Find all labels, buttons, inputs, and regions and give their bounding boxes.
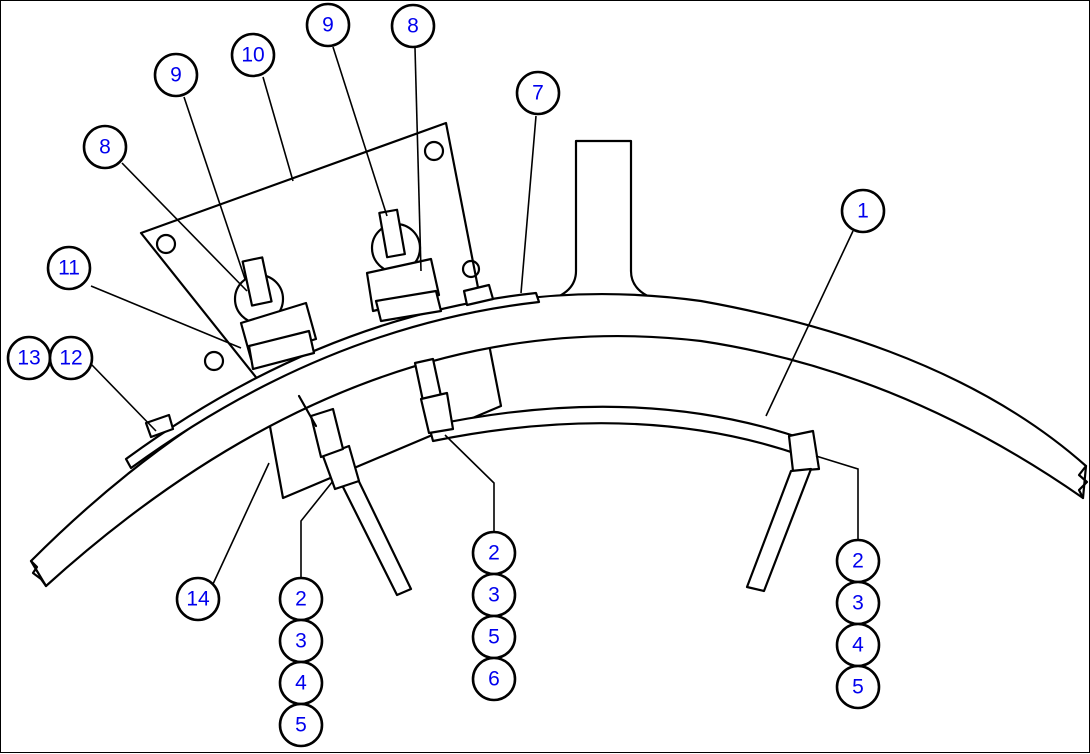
callout-13: 13 bbox=[6, 335, 52, 381]
drop-line-right bbox=[745, 467, 813, 593]
leader-9b bbox=[332, 46, 388, 217]
callout-12-label: 12 bbox=[59, 347, 82, 370]
callout-8-left-label: 8 bbox=[99, 136, 111, 159]
callout-14: 14 bbox=[175, 576, 221, 622]
bolt-head-left bbox=[144, 413, 175, 439]
hydraulic-line bbox=[427, 405, 811, 458]
leader-14 bbox=[212, 462, 270, 585]
callout-stack-middle: 2 3 5 6 bbox=[471, 530, 517, 702]
callout-9-left: 9 bbox=[153, 52, 199, 98]
callout-1-label: 1 bbox=[857, 200, 869, 223]
callout-9-right-label: 9 bbox=[322, 14, 334, 37]
valve-stem-left bbox=[241, 256, 273, 307]
callout-7: 7 bbox=[515, 70, 561, 116]
leader-7 bbox=[520, 115, 537, 294]
leader-11 bbox=[90, 285, 242, 349]
plate-hole-bottom-left bbox=[203, 350, 225, 372]
stack-right-item-1: 2 bbox=[852, 550, 864, 573]
upright-post bbox=[544, 139, 663, 303]
stack-middle-item-4: 6 bbox=[488, 668, 500, 691]
leader-1 bbox=[765, 230, 854, 417]
leader-8b bbox=[414, 47, 422, 272]
plate-hole-right bbox=[461, 259, 481, 279]
callout-stack-right: 2 3 4 5 bbox=[835, 538, 881, 710]
fitting-line-left bbox=[297, 394, 318, 428]
beam-break-right bbox=[1077, 464, 1089, 500]
bolt-head-right bbox=[462, 283, 495, 307]
beam-break-left bbox=[29, 559, 48, 588]
callout-8-left: 8 bbox=[82, 124, 128, 170]
stack-right-item-3: 4 bbox=[852, 634, 864, 657]
callout-8-right-label: 8 bbox=[407, 15, 419, 38]
stack-left-item-4: 5 bbox=[295, 714, 307, 737]
stack-left-item-3: 4 bbox=[295, 672, 307, 695]
plate-hole-left bbox=[155, 233, 177, 255]
callout-12: 12 bbox=[48, 335, 94, 381]
leader-12 bbox=[90, 363, 157, 432]
stack-right-item-2: 3 bbox=[852, 592, 864, 615]
stack-right-item-4: 5 bbox=[852, 676, 864, 699]
callout-7-label: 7 bbox=[532, 82, 544, 105]
leader-stack-b bbox=[444, 434, 495, 533]
callout-9-right: 9 bbox=[305, 2, 351, 48]
callout-9-left-label: 9 bbox=[170, 64, 182, 87]
stack-left-item-1: 2 bbox=[295, 588, 307, 611]
valve-base-right bbox=[374, 289, 443, 323]
callout-stack-left: 2 3 4 5 bbox=[278, 576, 324, 748]
stack-left-item-2: 3 bbox=[295, 630, 307, 653]
callout-1: 1 bbox=[840, 188, 886, 234]
callout-13-label: 13 bbox=[17, 347, 40, 370]
leader-9a bbox=[183, 96, 246, 280]
hose-fitting-left-upper bbox=[309, 407, 345, 459]
leader-stack-c bbox=[815, 455, 859, 541]
callout-10: 10 bbox=[230, 32, 276, 78]
tee-fitting bbox=[787, 429, 821, 473]
leader-stack-a bbox=[300, 480, 334, 579]
stack-middle-item-1: 2 bbox=[488, 542, 500, 565]
curved-beam bbox=[29, 292, 1088, 588]
leader-10 bbox=[262, 76, 294, 182]
callout-14-label: 14 bbox=[186, 588, 210, 611]
plate-hole-top-right bbox=[423, 140, 445, 162]
callout-11-label: 11 bbox=[58, 257, 80, 280]
callout-10-label: 10 bbox=[241, 44, 264, 67]
stack-middle-item-2: 3 bbox=[488, 584, 500, 607]
hose-nut-middle bbox=[419, 391, 455, 435]
stack-middle-item-3: 5 bbox=[488, 626, 500, 649]
valve-base-left bbox=[247, 329, 316, 371]
callout-8-right: 8 bbox=[390, 3, 436, 49]
strap bbox=[124, 291, 541, 470]
callout-11: 11 bbox=[46, 245, 92, 291]
valve-stem-right bbox=[378, 208, 406, 259]
leader-8a bbox=[121, 162, 248, 292]
